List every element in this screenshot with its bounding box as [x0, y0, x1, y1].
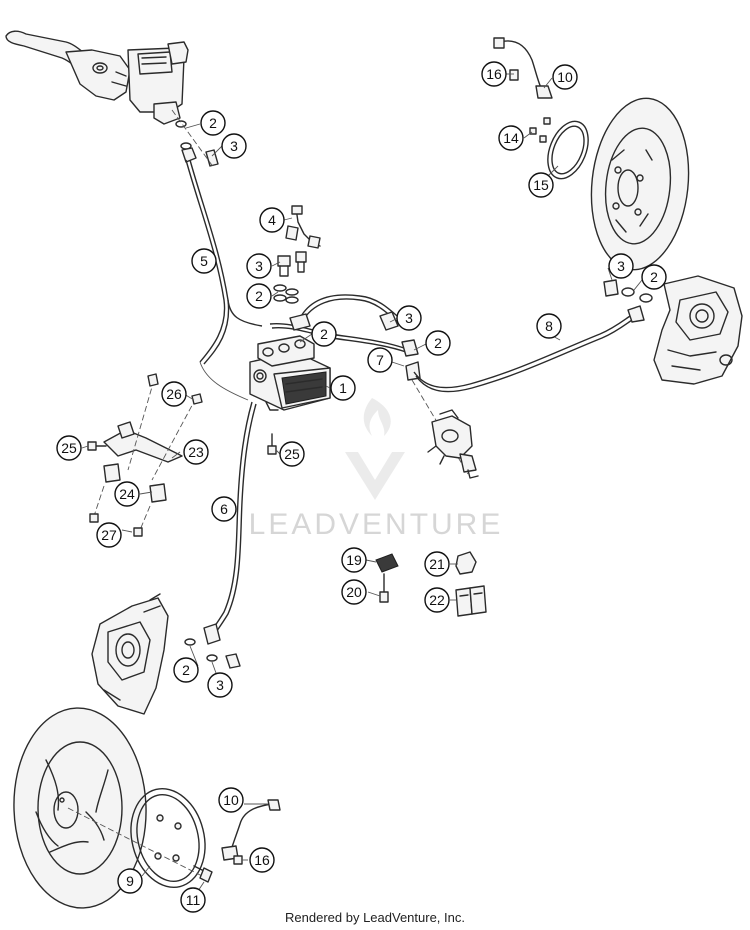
- rear-master-cylinder: [411, 379, 479, 479]
- svg-text:26: 26: [166, 386, 182, 402]
- brake-line-6: [199, 361, 257, 645]
- callout-26: 26: [161, 381, 187, 407]
- svg-text:2: 2: [434, 335, 442, 351]
- callout-2-center: 2: [425, 330, 451, 356]
- watermark-logo: [345, 398, 405, 500]
- svg-text:16: 16: [486, 66, 502, 82]
- mounting-bracket: [87, 373, 203, 537]
- front-abs-sensor: [221, 799, 281, 865]
- callout-3-center: 3: [396, 305, 422, 331]
- clip-19-20: [375, 553, 399, 603]
- callout-9: 9: [117, 868, 143, 894]
- svg-text:20: 20: [346, 584, 362, 600]
- svg-text:23: 23: [188, 444, 204, 460]
- brake-pads-22: [455, 585, 487, 617]
- callout-22: 22: [424, 587, 450, 613]
- front-brake-disc: [13, 707, 147, 909]
- bolt-25-abs: [267, 433, 277, 455]
- callout-10-front: 10: [218, 787, 244, 813]
- clip-21: [455, 551, 477, 575]
- abs-unit: [249, 335, 331, 411]
- banjo-bolts-abs: [277, 251, 307, 277]
- svg-text:25: 25: [61, 440, 77, 456]
- callout-3-abs: 3: [246, 253, 272, 279]
- svg-text:2: 2: [209, 115, 217, 131]
- svg-text:15: 15: [533, 177, 549, 193]
- callout-3-master: 3: [221, 133, 247, 159]
- callout-24: 24: [114, 481, 140, 507]
- callout-14: 14: [498, 125, 524, 151]
- svg-text:5: 5: [200, 253, 208, 269]
- svg-text:19: 19: [346, 552, 362, 568]
- callout-11: 11: [180, 887, 206, 913]
- callout-15: 15: [528, 172, 554, 198]
- callout-4: 4: [259, 207, 285, 233]
- svg-text:22: 22: [429, 592, 445, 608]
- svg-text:3: 3: [230, 138, 238, 154]
- svg-text:2: 2: [650, 269, 658, 285]
- callout-20: 20: [341, 579, 367, 605]
- callout-25-bracket: 25: [56, 435, 82, 461]
- svg-text:3: 3: [255, 258, 263, 274]
- callout-8: 8: [536, 313, 562, 339]
- front-caliper: [91, 593, 241, 715]
- svg-text:10: 10: [557, 69, 573, 85]
- callout-19: 19: [341, 547, 367, 573]
- svg-text:3: 3: [405, 310, 413, 326]
- svg-text:8: 8: [545, 318, 553, 334]
- svg-text:16: 16: [254, 852, 270, 868]
- callout-10-rear: 10: [552, 64, 578, 90]
- callout-2-abs-top: 2: [246, 283, 272, 309]
- svg-text:21: 21: [429, 556, 445, 572]
- rear-tone-ring: [529, 117, 589, 180]
- svg-text:27: 27: [101, 527, 117, 543]
- svg-text:10: 10: [223, 792, 239, 808]
- leader-lines: [81, 73, 643, 895]
- callout-2-front-caliper: 2: [173, 657, 199, 683]
- master-cylinder-lever: [5, 30, 189, 125]
- svg-text:3: 3: [617, 258, 625, 274]
- sensor-4: [285, 205, 321, 249]
- callout-27: 27: [96, 522, 122, 548]
- callout-21: 21: [424, 551, 450, 577]
- brake-line-8: [413, 305, 645, 393]
- callout-3-rear-caliper: 3: [608, 253, 634, 279]
- svg-text:25: 25: [284, 446, 300, 462]
- svg-text:14: 14: [503, 130, 519, 146]
- rear-caliper: [603, 275, 743, 385]
- svg-text:11: 11: [186, 892, 201, 908]
- svg-text:9: 9: [126, 873, 134, 889]
- callout-2-abs-side: 2: [311, 321, 337, 347]
- callout-1: 1: [330, 375, 356, 401]
- callout-23: 23: [183, 439, 209, 465]
- callout-2-rear-caliper: 2: [641, 264, 667, 290]
- callout-5: 5: [191, 248, 217, 274]
- svg-text:2: 2: [255, 288, 263, 304]
- svg-text:7: 7: [376, 352, 384, 368]
- callout-16-front: 16: [249, 847, 275, 873]
- watermark-text: LEADVENTURE: [249, 508, 504, 541]
- rear-abs-sensor: [493, 37, 553, 99]
- callout-7: 7: [367, 347, 393, 373]
- svg-text:3: 3: [216, 677, 224, 693]
- svg-text:1: 1: [339, 380, 347, 396]
- svg-text:2: 2: [182, 662, 190, 678]
- rear-brake-disc: [590, 97, 690, 271]
- svg-text:24: 24: [119, 486, 135, 502]
- callout-16-rear: 16: [481, 61, 507, 87]
- svg-text:4: 4: [268, 212, 276, 228]
- callout-25-abs: 25: [279, 441, 305, 467]
- brake-line-5: [185, 159, 263, 365]
- callout-6: 6: [211, 496, 237, 522]
- svg-text:6: 6: [220, 501, 228, 517]
- callout-2-master: 2: [200, 110, 226, 136]
- callout-3-front-caliper: 3: [207, 672, 233, 698]
- footer-credit: Rendered by LeadVenture, Inc.: [285, 910, 465, 925]
- svg-text:2: 2: [320, 326, 328, 342]
- front-tone-ring: [67, 788, 213, 888]
- banjo-fittings-master: [171, 109, 219, 169]
